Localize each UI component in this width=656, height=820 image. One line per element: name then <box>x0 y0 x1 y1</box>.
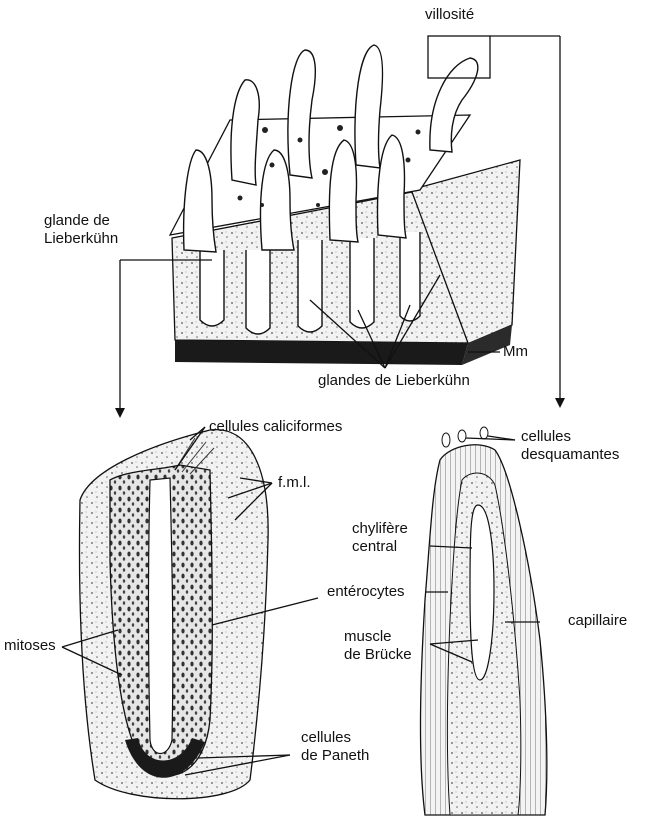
label-mm: Mm <box>503 343 528 361</box>
muscularis-mucosae-band <box>175 340 468 365</box>
label-chylifere-central-line2: central <box>352 538 408 556</box>
label-capillaire: capillaire <box>568 612 627 630</box>
arrowheads <box>115 398 565 418</box>
label-enterocytes: entérocytes <box>327 583 405 601</box>
label-chylifere-central-line1: chylifère <box>352 520 408 538</box>
label-cellules-paneth-line2: de Paneth <box>301 747 369 765</box>
crypt <box>200 250 224 326</box>
mucosa-block <box>170 36 520 365</box>
crypt <box>298 240 322 332</box>
crypt <box>400 232 420 321</box>
label-cellules-paneth-line1: cellules <box>301 729 369 747</box>
villus <box>355 45 383 168</box>
villus-section <box>420 427 546 815</box>
label-fml: f.m.l. <box>278 474 311 492</box>
crypt <box>246 250 270 334</box>
label-cellules-desquamantes: cellules desquamantes <box>521 428 619 464</box>
label-mitoses: mitoses <box>4 637 56 655</box>
label-cellules-paneth: cellules de Paneth <box>301 729 369 765</box>
label-glande-lieberkuhn-line1: glande de <box>44 212 118 230</box>
crypt-lumen <box>149 478 173 754</box>
label-chylifere-central: chylifère central <box>352 520 408 556</box>
label-glande-lieberkuhn-line2: Lieberkühn <box>44 230 118 248</box>
label-villosite: villosité <box>425 6 474 24</box>
label-glande-lieberkuhn: glande de Lieberkühn <box>44 212 118 248</box>
central-lacteal <box>470 505 494 680</box>
label-glandes-lieberkuhn: glandes de Lieberkühn <box>318 372 470 390</box>
villus <box>231 80 259 185</box>
label-cellules-desquamantes-line2: desquamantes <box>521 446 619 464</box>
label-cellules-caliciformes: cellules caliciformes <box>209 418 342 436</box>
label-cellules-desquamantes-line1: cellules <box>521 428 619 446</box>
arrow-down-left <box>115 408 125 418</box>
label-muscle-brucke-line1: muscle <box>344 628 412 646</box>
label-muscle-brucke-line2: de Brücke <box>344 646 412 664</box>
arrow-down-right <box>555 398 565 408</box>
crypt <box>350 238 374 328</box>
desquamating-cells <box>442 427 488 447</box>
label-muscle-brucke: muscle de Brücke <box>344 628 412 664</box>
crypt-section <box>80 430 269 799</box>
